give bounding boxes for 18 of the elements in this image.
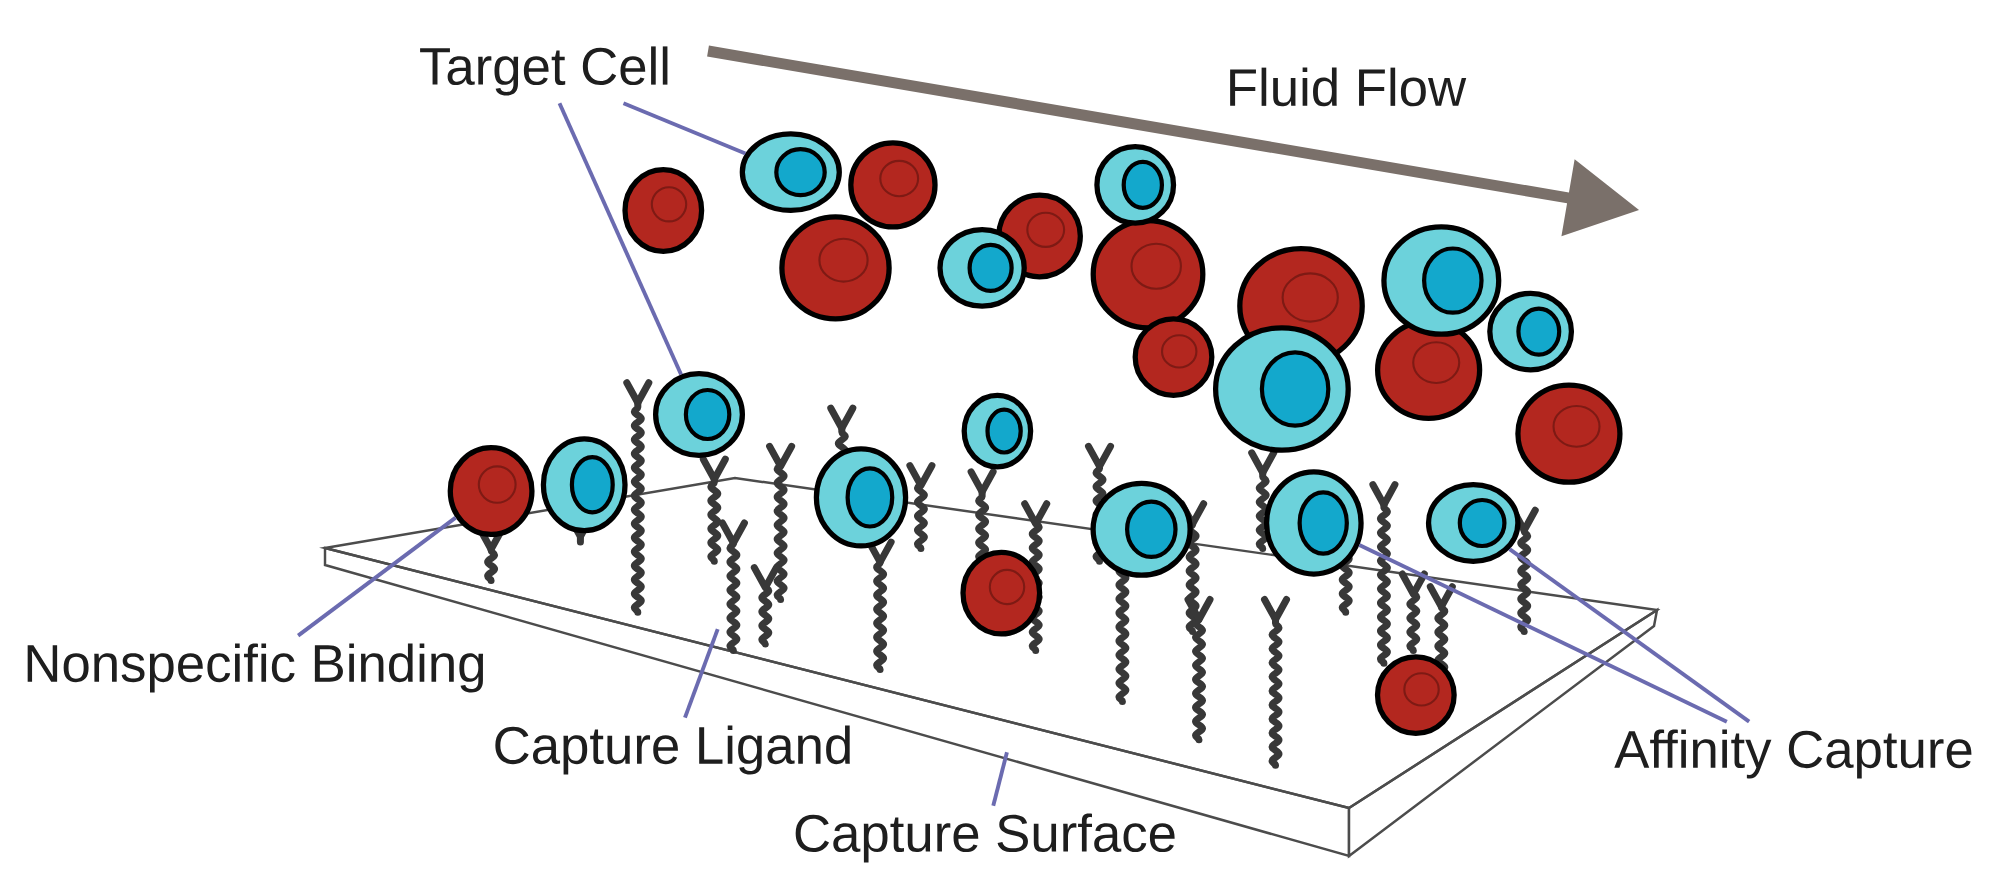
leader-line [991, 751, 1009, 807]
leader-line [1358, 543, 1728, 724]
cell [1425, 482, 1521, 564]
cell [1263, 469, 1364, 577]
arrow-label: Fluid Flow [1230, 67, 1467, 107]
callout-label: Target Cell [420, 46, 668, 96]
leader-line [683, 628, 720, 719]
cell [653, 371, 745, 458]
callout-label: Affinity Capture [1614, 729, 1972, 779]
cell [447, 445, 535, 538]
callout-label: Capture Surface [795, 813, 1175, 863]
leader-line [1508, 547, 1751, 724]
leader-line [296, 516, 457, 638]
leader-line [557, 102, 683, 376]
leader-line [622, 101, 747, 156]
callout-label: Nonspecific Binding [27, 643, 484, 693]
callout-label: Capture Ligand [495, 725, 850, 775]
cell [739, 131, 842, 214]
